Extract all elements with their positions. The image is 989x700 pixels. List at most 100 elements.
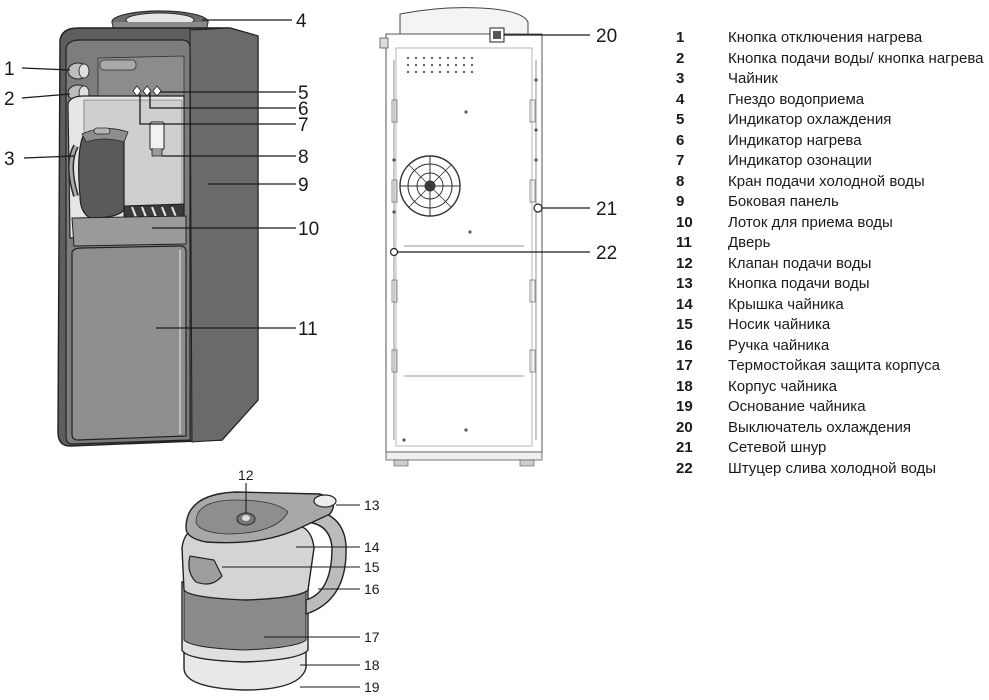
legend-item: 9 Боковая панель: [676, 192, 986, 213]
legend-item: 1 Кнопка отключения нагрева: [676, 28, 986, 49]
legend-number: 4: [676, 90, 685, 108]
callout-22: 22: [596, 243, 617, 264]
legend-number: 8: [676, 172, 685, 190]
callout-8: 8: [298, 147, 309, 168]
legend-item: 5 Индикатор охлаждения: [676, 110, 986, 131]
legend-text: Термостойкая защита корпуса: [728, 357, 940, 374]
legend-text: Носик чайника: [728, 316, 831, 333]
callout-19: 19: [364, 679, 380, 695]
power-cord-port: [533, 203, 543, 213]
cooler-door: [71, 245, 187, 441]
legend-item: 19 Основание чайника: [676, 397, 986, 418]
callout-18: 18: [364, 657, 380, 673]
legend-number: 10: [676, 213, 693, 231]
legend-number: 9: [676, 193, 685, 210]
legend-text: Крышка чайника: [728, 295, 844, 313]
legend-item: 2 Кнопка подачи воды/ кнопка нагрева: [676, 49, 986, 70]
callout-20: 20: [596, 26, 617, 47]
legend-number: 12: [676, 254, 693, 272]
callout-6: 6: [298, 99, 309, 120]
legend-number: 20: [676, 418, 693, 436]
legend-number: 7: [676, 152, 685, 169]
callout-3: 3: [4, 149, 15, 170]
legend-text: Гнездо водоприема: [728, 90, 865, 108]
legend-number: 16: [676, 336, 693, 354]
legend-item: 16 Ручка чайника: [676, 336, 986, 357]
legend-item: 3 Чайник: [676, 69, 986, 90]
callout-7: 7: [298, 115, 309, 136]
legend-number: 14: [676, 295, 693, 313]
callout-1: 1: [4, 59, 15, 80]
legend-item: 4 Гнездо водоприема: [676, 90, 986, 111]
kettle-view: [181, 491, 347, 691]
legend-number: 18: [676, 377, 693, 395]
kettle-callouts: [222, 483, 360, 688]
legend-number: 21: [676, 439, 693, 456]
drain-fitting: [389, 247, 399, 257]
legend-text: Чайник: [728, 70, 778, 87]
legend-number: 17: [676, 357, 693, 374]
kettle-handle: [288, 507, 347, 615]
legend-text: Кнопка подачи воды/ кнопка нагрева: [728, 49, 984, 67]
legend-item: 12 Клапан подачи воды: [676, 254, 986, 275]
legend-item: 18 Корпус чайника: [676, 377, 986, 398]
legend-number: 22: [676, 459, 693, 477]
legend-item: 17 Термостойкая защита корпуса: [676, 356, 986, 377]
kettle-spout: [188, 555, 223, 585]
legend-text: Кнопка подачи воды: [728, 275, 870, 292]
callout-13: 13: [364, 497, 380, 513]
legend-number: 3: [676, 70, 685, 87]
legend-text: Ручка чайника: [728, 336, 830, 354]
cooler-front-labels: 1 2 3 4 5 6 7 8 9 10 11: [4, 11, 319, 340]
callout-15: 15: [364, 559, 380, 575]
legend-item: 8 Кран подачи холодной воды: [676, 172, 986, 193]
legend-text: Сетевой шнур: [728, 439, 827, 456]
cooler-back-callouts: [397, 34, 590, 253]
callout-14: 14: [364, 539, 380, 555]
legend-item: 15 Носик чайника: [676, 315, 986, 336]
kettle-labels: 12 13 14 15 16 17 18 19: [238, 467, 380, 695]
legend-text: Кнопка отключения нагрева: [728, 29, 923, 46]
kettle-heat-guard: [183, 587, 307, 651]
legend-text: Клапан подачи воды: [728, 254, 872, 272]
legend-text: Кран подачи холодной воды: [728, 172, 925, 190]
cooler-front-callouts: [21, 19, 296, 329]
callout-5: 5: [298, 83, 309, 104]
cooler-front-view: [57, 10, 259, 447]
legend-number: 5: [676, 111, 685, 128]
kettle-in-cooler: [78, 130, 125, 219]
legend-text: Штуцер слива холодной воды: [728, 459, 937, 477]
legend-text: Корпус чайника: [728, 377, 837, 395]
cooler-back-labels: 20 21 22: [596, 26, 617, 264]
legend-number: 19: [676, 398, 693, 415]
legend-number: 11: [676, 234, 692, 251]
cold-water-tap: [149, 121, 165, 151]
legend-number: 15: [676, 316, 693, 333]
side-panel: [189, 27, 259, 443]
callout-12: 12: [238, 467, 254, 483]
legend-text: Выключатель охлаждения: [728, 418, 911, 436]
legend-item: 22 Штуцер слива холодной воды: [676, 459, 986, 480]
legend-number: 6: [676, 131, 685, 149]
callout-17: 17: [364, 629, 380, 645]
legend-item: 20 Выключатель охлаждения: [676, 418, 986, 439]
legend-number: 13: [676, 275, 693, 292]
legend-number: 1: [676, 29, 685, 46]
cooling-fan: [399, 155, 461, 217]
callout-9: 9: [298, 175, 309, 196]
cooler-back-view: [379, 7, 543, 467]
legend-item: 14 Крышка чайника: [676, 295, 986, 316]
vent-holes: [406, 56, 474, 74]
legend-text: Боковая панель: [728, 193, 839, 210]
legend-item: 13 Кнопка подачи воды: [676, 274, 986, 295]
legend-text: Индикатор охлаждения: [728, 111, 892, 128]
callout-2: 2: [4, 89, 15, 110]
kettle-water-button: [313, 494, 337, 508]
legend-number: 2: [676, 49, 685, 67]
legend-text: Основание чайника: [728, 398, 866, 415]
